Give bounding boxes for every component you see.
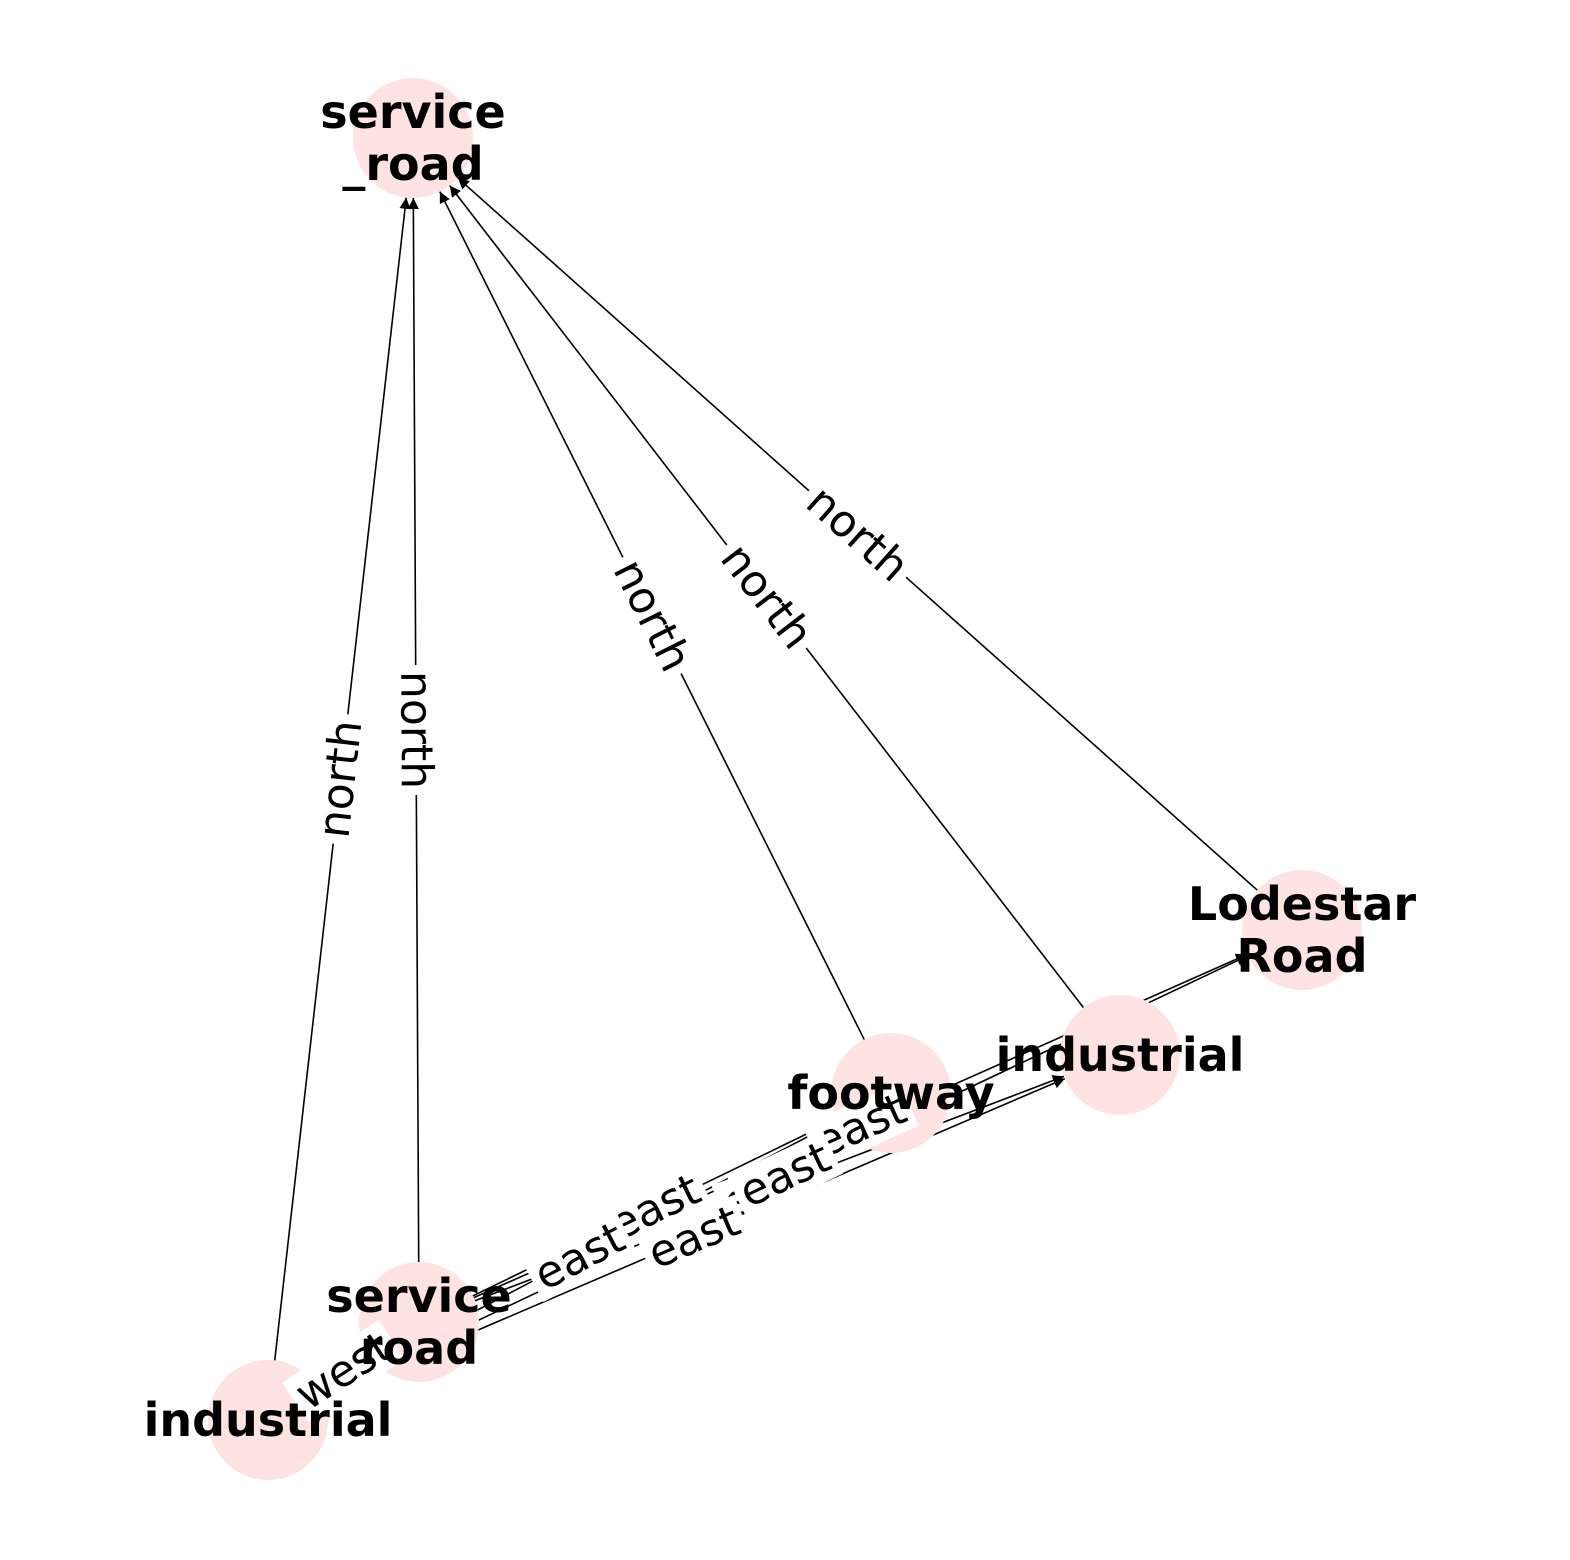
edge-label-text: north: [309, 717, 373, 840]
node-label-line: _road: [342, 137, 483, 191]
node-label-n_service_road_top: service_road: [320, 85, 505, 191]
edge-label-background: [802, 1082, 919, 1170]
edge-label-background: [793, 473, 922, 595]
edges-layer: [267, 177, 1303, 1421]
node-label-n_footway: footway: [787, 1066, 994, 1120]
node-label-line: industrial: [144, 1393, 393, 1447]
node-label-line: footway: [787, 1066, 994, 1120]
node-label-line: Lodestar: [1188, 877, 1416, 931]
node-label-line: industrial: [996, 1028, 1245, 1082]
edge-label-background: [392, 664, 440, 796]
node-n_industrial_mid[interactable]: [1060, 995, 1180, 1115]
edge-label-background: [708, 530, 825, 663]
edge-label-text: north: [603, 551, 701, 679]
node-n_lodestar[interactable]: [1242, 870, 1362, 990]
edge-label-background: [521, 1211, 638, 1302]
edge-label-background: [309, 711, 372, 847]
node-label-line: Road: [1237, 929, 1368, 983]
node-label-line: road: [360, 1321, 478, 1375]
node-label-line: service: [326, 1269, 511, 1323]
edge-label-background: [635, 1194, 753, 1281]
node-n_service_road_top[interactable]: [353, 78, 473, 198]
edge-label-2: north: [601, 546, 703, 685]
edge-label-background: [282, 1319, 405, 1423]
edge-label-background: [596, 1163, 714, 1252]
edge-label-text: north: [390, 671, 442, 789]
node-label-n_industrial_mid: industrial: [996, 1028, 1245, 1082]
edge-label-1: north: [390, 664, 442, 796]
edge-label-background: [601, 546, 703, 685]
edge-label-4: north: [793, 473, 922, 595]
node-label-line: service: [320, 85, 505, 139]
edge-label-11: east: [521, 1211, 638, 1302]
edge-label-3: north: [708, 530, 825, 663]
edge-label-0: north: [309, 711, 373, 847]
node-label-n_industrial_low: industrial: [144, 1393, 393, 1447]
edge-label-background: [726, 1131, 844, 1219]
edge-label-text: north: [710, 534, 822, 659]
